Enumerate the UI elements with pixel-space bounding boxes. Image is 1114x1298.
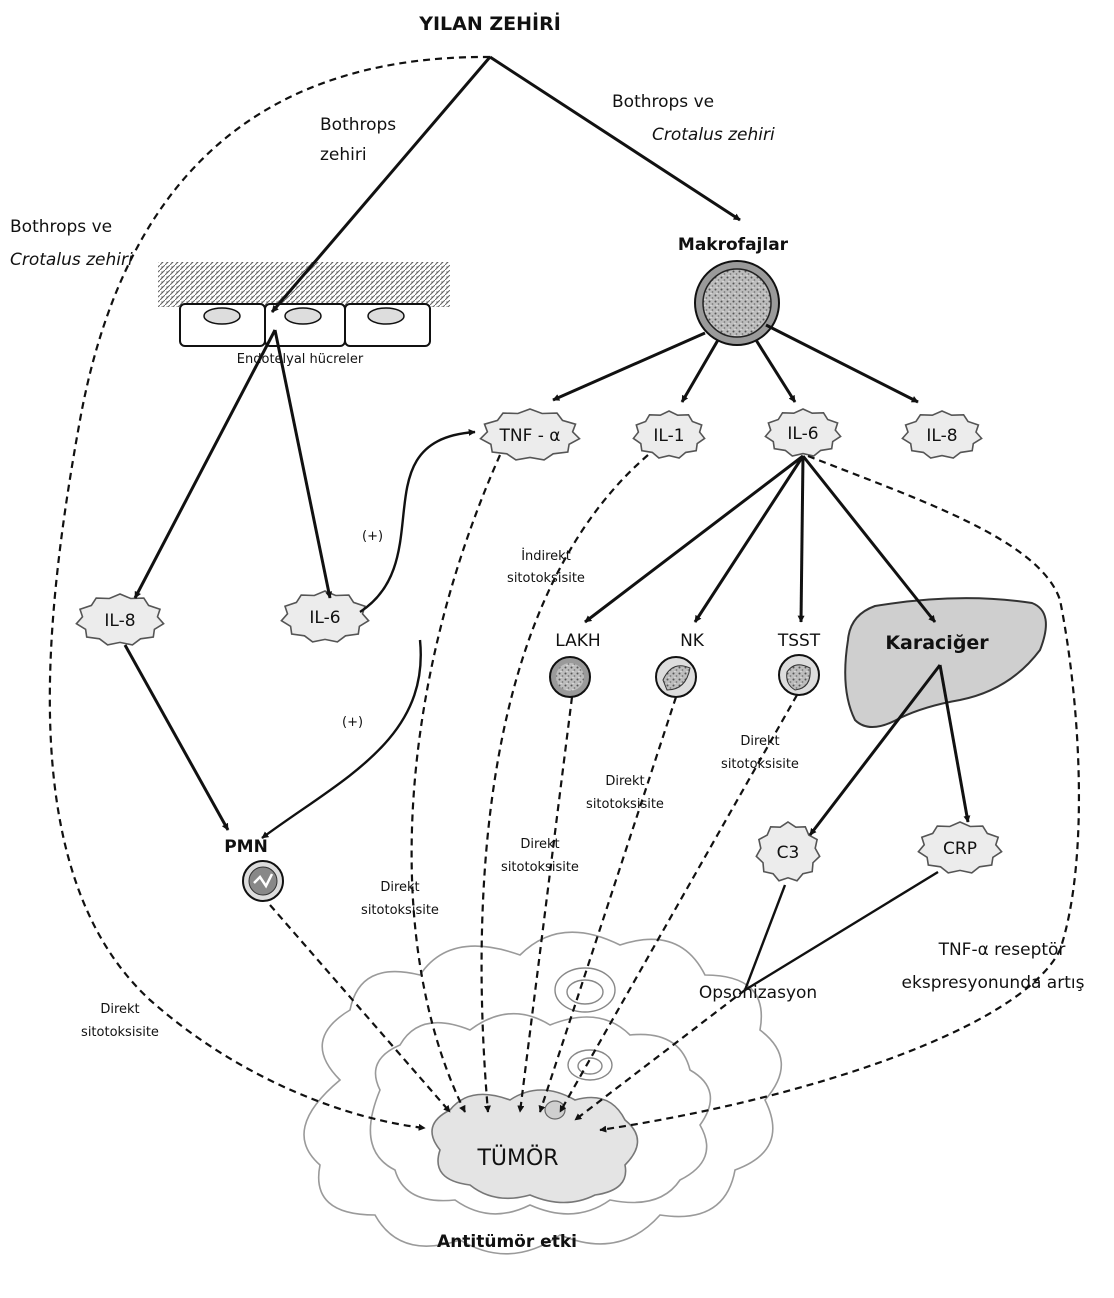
- cytokine-il-8-top: IL-8: [901, 410, 983, 459]
- crp-protein: CRP: [917, 821, 1003, 874]
- cytokine-il-1-shape: [632, 410, 706, 459]
- labels: YILAN ZEHİRİ Bothrops zehiri Bothrops ve…: [10, 11, 1085, 1252]
- solid-arrows: [123, 55, 971, 992]
- diagram-title: YILAN ZEHİRİ: [418, 11, 561, 35]
- plus-sign-2: (+): [342, 715, 363, 730]
- tsst-cell: [778, 654, 820, 696]
- crp-protein-label: CRP: [943, 839, 977, 859]
- lakh-label: LAKH: [555, 631, 600, 651]
- route-label-right-2: Crotalus zehiri: [652, 125, 775, 145]
- cytokine-il-1-label: IL-1: [653, 426, 684, 446]
- tnf-receptor-label-2: ekspresyonunda artış: [902, 973, 1085, 993]
- cytokine-il-8-top-label: IL-8: [926, 426, 957, 446]
- direct-nk-label-2: sitotoksisite: [586, 797, 664, 812]
- route-label-outer-2: Crotalus zehiri: [10, 250, 133, 270]
- cytokine-il-6-left-shape: [280, 590, 370, 643]
- cytokine-il-8-left-shape: [75, 593, 165, 646]
- opsonization-label: Opsonizasyon: [699, 983, 817, 1003]
- complement-c3: C3: [755, 821, 821, 882]
- direct-outer-label-2: sitotoksisite: [81, 1025, 159, 1040]
- direct-tnf-label: Direkt: [380, 880, 419, 895]
- cytokine-il-6-left: IL-6: [280, 590, 370, 643]
- complement-c3-shape: [755, 821, 821, 882]
- pmn-label: PMN: [224, 837, 268, 857]
- liver-label: Karaciğer: [885, 632, 989, 654]
- dashed-arrows: [48, 55, 1080, 1133]
- cytokine-il-1: IL-1: [632, 410, 706, 459]
- cytokine-il-6-left-label: IL-6: [309, 608, 340, 628]
- tumor-cloud: [303, 931, 783, 1255]
- tsst-label: TSST: [777, 631, 821, 651]
- route-label-bothrops-2: zehiri: [320, 145, 367, 165]
- liver-shape: [844, 597, 1047, 728]
- direct-outer-label: Direkt: [100, 1002, 139, 1017]
- plus-sign-1: (+): [362, 529, 383, 544]
- cytokine-il-6-top-shape: [764, 408, 842, 457]
- cytokine-il-8-left: IL-8: [75, 593, 165, 646]
- direct-nk-label: Direkt: [605, 774, 644, 789]
- nk-label: NK: [680, 631, 705, 651]
- direct-lakh-label-2: sitotoksisite: [501, 860, 579, 875]
- crp-protein-shape: [917, 821, 1003, 874]
- route-label-bothrops: Bothrops: [320, 115, 396, 135]
- endothelial-label: Endotelyal hücreler: [237, 352, 364, 367]
- cytokine-il-8-top-shape: [901, 410, 983, 459]
- cytokine-il-6-top: IL-6: [764, 408, 842, 457]
- cytokine-tnf-alpha-label: TNF - α: [498, 426, 560, 446]
- macrophage-label: Makrofajlar: [678, 235, 789, 255]
- cytokine-il-8-left-label: IL-8: [104, 611, 135, 631]
- indirect-label: İndirekt: [521, 548, 571, 564]
- lakh-cell: [549, 656, 591, 698]
- endothelial-layer: [158, 262, 450, 347]
- route-label-right: Bothrops ve: [612, 92, 714, 112]
- direct-tnf-label-2: sitotoksisite: [361, 903, 439, 918]
- pmn-cell: [242, 860, 284, 902]
- indirect-label-2: sitotoksisite: [507, 571, 585, 586]
- direct-tsst-label: Direkt: [740, 734, 779, 749]
- nk-cell: [655, 656, 697, 698]
- cytokine-tnf-alpha-shape: [479, 408, 581, 461]
- direct-tsst-label-2: sitotoksisite: [721, 757, 799, 772]
- direct-lakh-label: Direkt: [520, 837, 559, 852]
- tumor-label: TÜMÖR: [476, 1145, 558, 1171]
- complement-c3-label: C3: [777, 843, 800, 863]
- route-label-outer: Bothrops ve: [10, 217, 112, 237]
- macrophage-cell: [694, 260, 780, 346]
- antitumor-label: Antitümör etki: [437, 1232, 577, 1252]
- tnf-receptor-label: TNF-α reseptör: [938, 940, 1066, 960]
- cytokine-il-6-top-label: IL-6: [787, 424, 818, 444]
- cytokine-tnf-alpha: TNF - α: [479, 408, 581, 461]
